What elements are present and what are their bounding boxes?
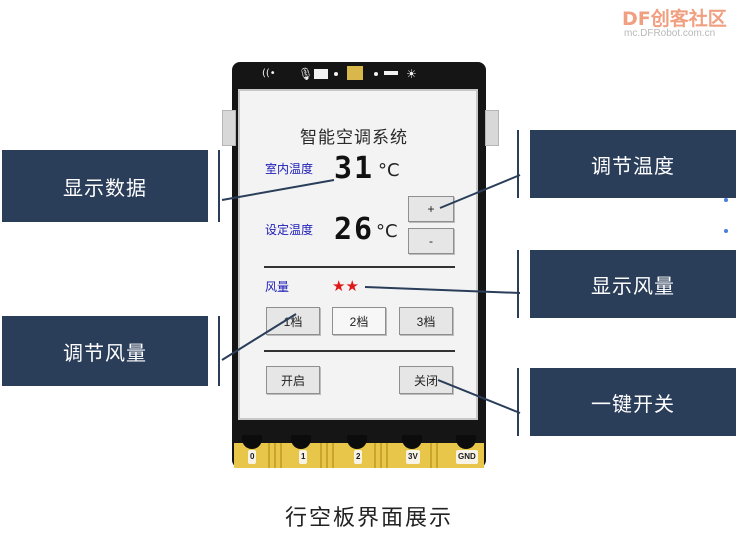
status-bar: ((• 🎙 ☀	[232, 62, 486, 88]
callout-accent	[218, 316, 220, 386]
led-icon	[384, 71, 398, 75]
set-temp-unit: °C	[376, 221, 398, 242]
callout-adjust-fan: 调节风量	[2, 316, 208, 386]
indoor-temp-value: 31	[334, 151, 375, 186]
divider	[264, 266, 455, 268]
side-button-left	[222, 110, 236, 146]
fan-level-3-button[interactable]: 3档	[399, 307, 453, 335]
pin-0-label: 0	[248, 450, 257, 464]
fan-label: 风量	[265, 280, 290, 294]
temp-up-button[interactable]: +	[408, 196, 454, 222]
callout-accent	[517, 130, 519, 198]
watermark-url: mc.DFRobot.com.cn	[624, 28, 716, 39]
callout-adjust-temp: 调节温度	[530, 130, 736, 198]
callout-accent	[517, 368, 519, 436]
app-screen	[238, 89, 478, 420]
set-temp-label: 设定温度	[265, 223, 314, 237]
pin-gnd-label: GND	[456, 450, 478, 464]
line-display-data	[221, 179, 335, 201]
microphone-icon: 🎙	[298, 67, 314, 81]
caption: 行空板界面展示	[284, 506, 453, 531]
divider	[264, 350, 455, 352]
line-one-key	[437, 379, 521, 414]
light-sensor-icon: ☀	[406, 67, 417, 81]
side-button-right	[485, 110, 499, 146]
line-display-fan	[364, 286, 521, 294]
pin-3v-label: 3V	[406, 450, 420, 464]
line-adjust-fan	[221, 313, 297, 361]
buzzer-icon	[347, 66, 363, 80]
callout-accent	[218, 150, 220, 222]
callout-display-data: 显示数据	[2, 150, 208, 222]
edge-connector: 0 1 2 3V GND	[234, 435, 484, 468]
fan-level-2-button[interactable]: 2档	[332, 307, 386, 335]
pin-2-label: 2	[354, 450, 363, 464]
set-temp-value: 26	[334, 212, 375, 247]
fan-level-1-button[interactable]: 1档	[266, 307, 320, 335]
dot-marker	[724, 198, 728, 202]
pin-1-label: 1	[299, 450, 308, 464]
dfrobot-logo: DF创客社区	[622, 8, 727, 30]
power-on-button[interactable]: 开启	[266, 366, 320, 394]
callout-one-key: 一键开关	[530, 368, 736, 436]
power-off-button[interactable]: 关闭	[399, 366, 453, 394]
callout-accent	[517, 250, 519, 318]
callout-display-fan: 显示风量	[530, 250, 736, 318]
page-title: 智能空调系统	[300, 128, 408, 148]
screen-icon	[314, 69, 328, 79]
line-adjust-temp	[439, 174, 521, 209]
temp-down-button[interactable]: -	[408, 228, 454, 254]
indoor-temp-unit: °C	[378, 160, 400, 181]
indoor-temp-label: 室内温度	[265, 162, 314, 176]
dot-icon	[334, 72, 338, 76]
dot-icon	[374, 72, 378, 76]
wifi-icon: ((•	[262, 68, 276, 79]
dot-marker	[724, 229, 728, 233]
fan-level-stars: ★★	[332, 277, 359, 295]
